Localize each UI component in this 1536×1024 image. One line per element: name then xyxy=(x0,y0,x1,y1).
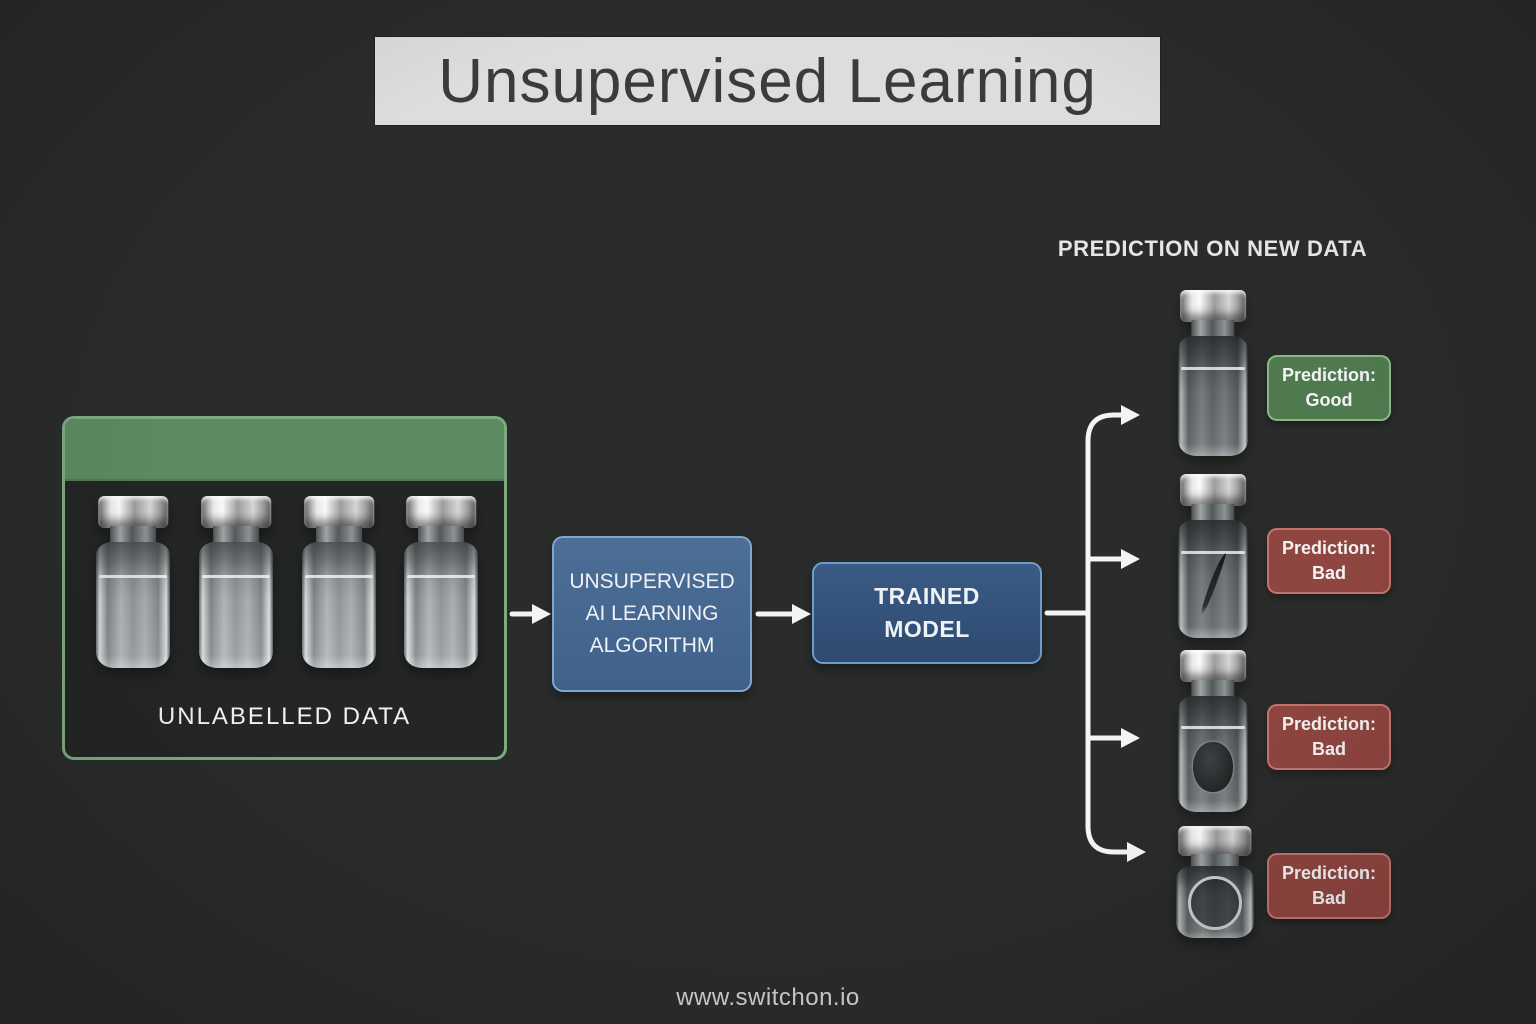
prediction-heading: PREDICTION ON NEW DATA xyxy=(1057,236,1368,261)
prediction-badge-value: Bad xyxy=(1311,739,1346,759)
page-title: Unsupervised Learning xyxy=(438,46,1097,116)
vial-body xyxy=(1176,866,1254,938)
arrowhead-icon xyxy=(1121,728,1140,748)
vial-neck xyxy=(316,526,362,546)
title-banner: Unsupervised Learning xyxy=(375,37,1160,125)
vial-cap xyxy=(1180,290,1246,322)
vial-cap xyxy=(98,496,168,528)
vial-neck xyxy=(1191,680,1235,700)
vial-neck xyxy=(1191,320,1235,340)
prediction-badge-label: Prediction: xyxy=(1281,714,1376,734)
vial-cap xyxy=(1180,650,1246,682)
vial-fill-line xyxy=(1180,550,1246,554)
unlabelled-vial-3 xyxy=(302,496,376,668)
prediction-badge-value: Good xyxy=(1305,390,1353,410)
ring-defect xyxy=(1188,876,1242,931)
unlabelled-data-label: UNLABELLED DATA xyxy=(157,703,412,730)
vial-body xyxy=(1178,696,1248,812)
arrowhead-icon xyxy=(792,604,811,624)
arrowhead-icon xyxy=(1121,405,1140,425)
vial-fill-line xyxy=(98,574,168,578)
vial-cap xyxy=(1180,474,1246,506)
prediction-vial-ring xyxy=(1176,826,1254,938)
prediction-vial-good xyxy=(1178,290,1248,456)
prediction-badge-bad-2: Prediction: Bad xyxy=(1267,704,1391,770)
vial-neck xyxy=(1191,504,1235,524)
vial-fill-line xyxy=(304,574,374,578)
arrowhead-icon xyxy=(1121,549,1140,569)
prediction-vial-blob xyxy=(1178,650,1248,812)
trained-model-line2: MODEL xyxy=(884,616,970,642)
unsupervised-algorithm-box: UNSUPERVISED AI LEARNING ALGORITHM xyxy=(552,536,752,692)
panel-header-band xyxy=(65,419,504,481)
prediction-badge-bad-1: Prediction: Bad xyxy=(1267,528,1391,594)
unlabelled-vial-4 xyxy=(404,496,478,668)
vial-cap xyxy=(1178,826,1252,856)
vial-cap xyxy=(201,496,271,528)
vial-body xyxy=(199,542,273,668)
vial-fill-line xyxy=(201,574,271,578)
prediction-badge-value: Bad xyxy=(1311,563,1346,583)
vial-body xyxy=(1178,520,1248,638)
arrowhead-icon xyxy=(1127,842,1146,862)
prediction-badge-value: Bad xyxy=(1311,888,1346,908)
prediction-badge-label: Prediction: xyxy=(1281,365,1376,385)
algorithm-box-line1: UNSUPERVISED xyxy=(569,570,735,593)
vial-neck xyxy=(110,526,156,546)
prediction-badge-bad-3: Prediction: Bad xyxy=(1267,853,1391,919)
vial-neck xyxy=(418,526,464,546)
vial-body xyxy=(1178,336,1248,456)
trained-model-line1: TRAINED xyxy=(874,583,980,609)
unlabelled-vial-2 xyxy=(199,496,273,668)
prediction-badge-good: Prediction: Good xyxy=(1267,355,1391,421)
prediction-badge-label: Prediction: xyxy=(1281,538,1376,558)
algorithm-box-line2: AI LEARNING xyxy=(585,602,719,625)
vial-body xyxy=(404,542,478,668)
footer-url: www.switchon.io xyxy=(676,984,860,1011)
arrowhead-icon xyxy=(532,604,551,624)
blob-defect xyxy=(1193,742,1233,793)
vial-cap xyxy=(304,496,374,528)
connector-trunk xyxy=(1085,412,1129,855)
vial-fill-line xyxy=(406,574,476,578)
vial-body xyxy=(96,542,170,668)
vial-body xyxy=(302,542,376,668)
prediction-badge-label: Prediction: xyxy=(1281,863,1376,883)
trained-model-box: TRAINED MODEL xyxy=(812,562,1042,664)
vial-cap xyxy=(406,496,476,528)
vial-fill-line xyxy=(1180,367,1246,371)
vial-neck xyxy=(213,526,259,546)
vial-fill-line xyxy=(1180,726,1246,730)
unlabelled-vial-1 xyxy=(96,496,170,668)
prediction-vial-cracked xyxy=(1178,474,1248,638)
algorithm-box-line3: ALGORITHM xyxy=(589,634,715,657)
